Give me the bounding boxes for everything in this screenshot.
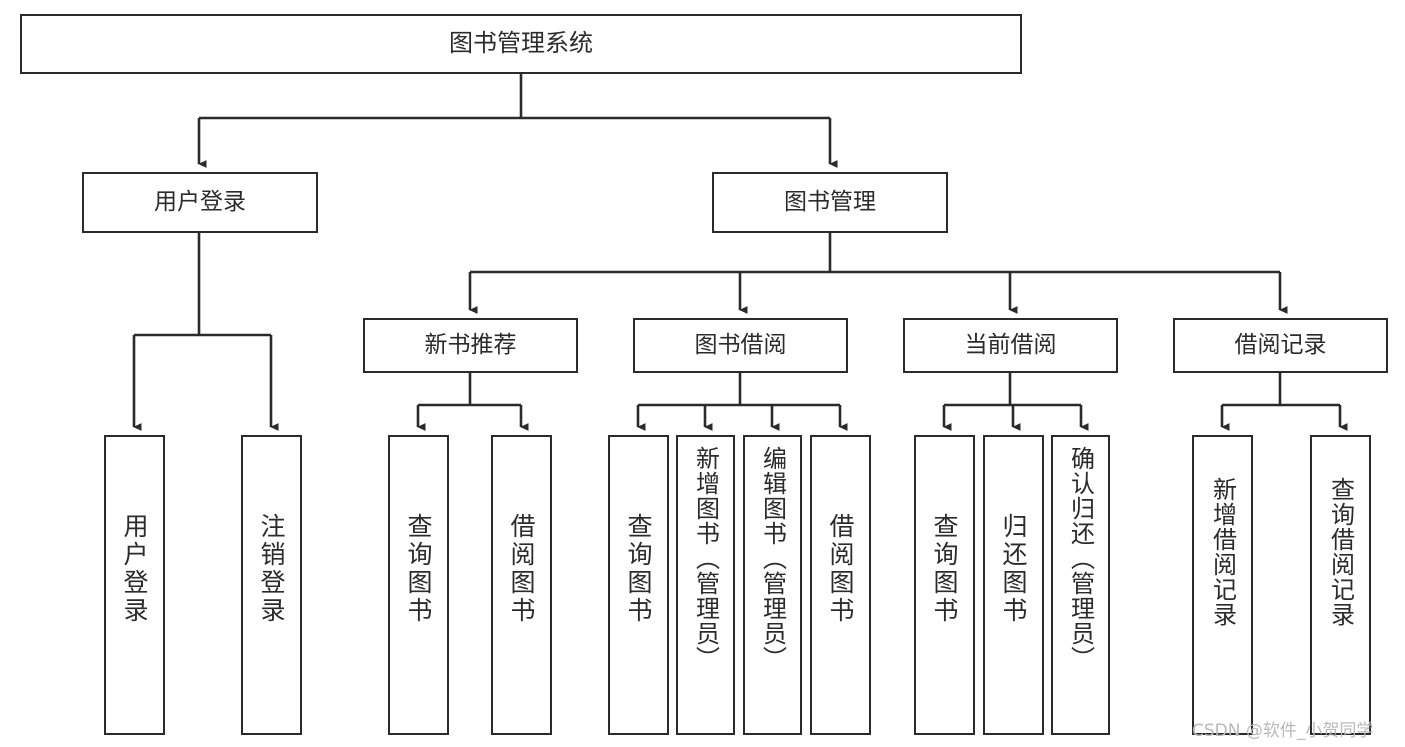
node-label: 编辑图书（管理员） <box>758 446 787 671</box>
node-label: 图书管理系统 <box>449 29 593 58</box>
node-label: 当前借阅 <box>964 332 1057 359</box>
leaf-borrow-borrow-book[interactable]: 借阅图书 <box>810 435 871 735</box>
leaf-user-login-login[interactable]: 用户登录 <box>104 435 165 735</box>
node-label: 确认归还（管理员） <box>1066 446 1095 671</box>
csdn-watermark: CSDN @软件_小贺同学 <box>1192 721 1374 741</box>
node-label: 用户登录 <box>154 189 246 216</box>
leaf-current-confirm-return-admin[interactable]: 确认归还（管理员） <box>1051 435 1110 735</box>
node-book-borrow[interactable]: 图书借阅 <box>633 318 848 373</box>
leaf-current-query-book[interactable]: 查询图书 <box>914 435 975 735</box>
node-label: 注销登录 <box>257 513 286 625</box>
node-label: 新书推荐 <box>424 332 517 359</box>
node-user-login[interactable]: 用户登录 <box>82 172 318 233</box>
leaf-borrow-query-book[interactable]: 查询图书 <box>608 435 669 735</box>
leaf-current-return-book[interactable]: 归还图书 <box>983 435 1044 735</box>
node-new-book-recommend[interactable]: 新书推荐 <box>363 318 578 373</box>
leaf-recommend-borrow-book[interactable]: 借阅图书 <box>491 435 552 735</box>
leaf-borrow-add-book-admin[interactable]: 新增图书（管理员） <box>676 435 735 735</box>
node-label: 图书借阅 <box>694 332 787 359</box>
leaf-borrow-edit-book-admin[interactable]: 编辑图书（管理员） <box>743 435 802 735</box>
node-label: 用户登录 <box>120 513 149 625</box>
leaf-user-login-logout[interactable]: 注销登录 <box>241 435 302 735</box>
node-label: 查询图书 <box>930 513 959 625</box>
node-label: 借阅图书 <box>826 513 855 625</box>
leaf-record-add-record[interactable]: 新增借阅记录 <box>1192 435 1253 735</box>
node-root-system[interactable]: 图书管理系统 <box>20 14 1022 74</box>
leaf-recommend-query-book[interactable]: 查询图书 <box>388 435 449 735</box>
node-label: 查询借阅记录 <box>1326 477 1355 627</box>
node-label: 新增图书（管理员） <box>691 446 720 671</box>
node-label: 查询图书 <box>404 513 433 625</box>
leaf-record-query-record[interactable]: 查询借阅记录 <box>1310 435 1371 735</box>
node-label: 归还图书 <box>999 513 1028 625</box>
node-label: 借阅记录 <box>1234 332 1327 359</box>
node-label: 借阅图书 <box>507 513 536 625</box>
node-label: 新增借阅记录 <box>1208 477 1237 627</box>
node-book-management[interactable]: 图书管理 <box>712 172 948 233</box>
node-current-borrow[interactable]: 当前借阅 <box>903 318 1118 373</box>
node-label: 图书管理 <box>784 189 876 216</box>
node-label: 查询图书 <box>624 513 653 625</box>
node-borrow-record[interactable]: 借阅记录 <box>1173 318 1388 373</box>
